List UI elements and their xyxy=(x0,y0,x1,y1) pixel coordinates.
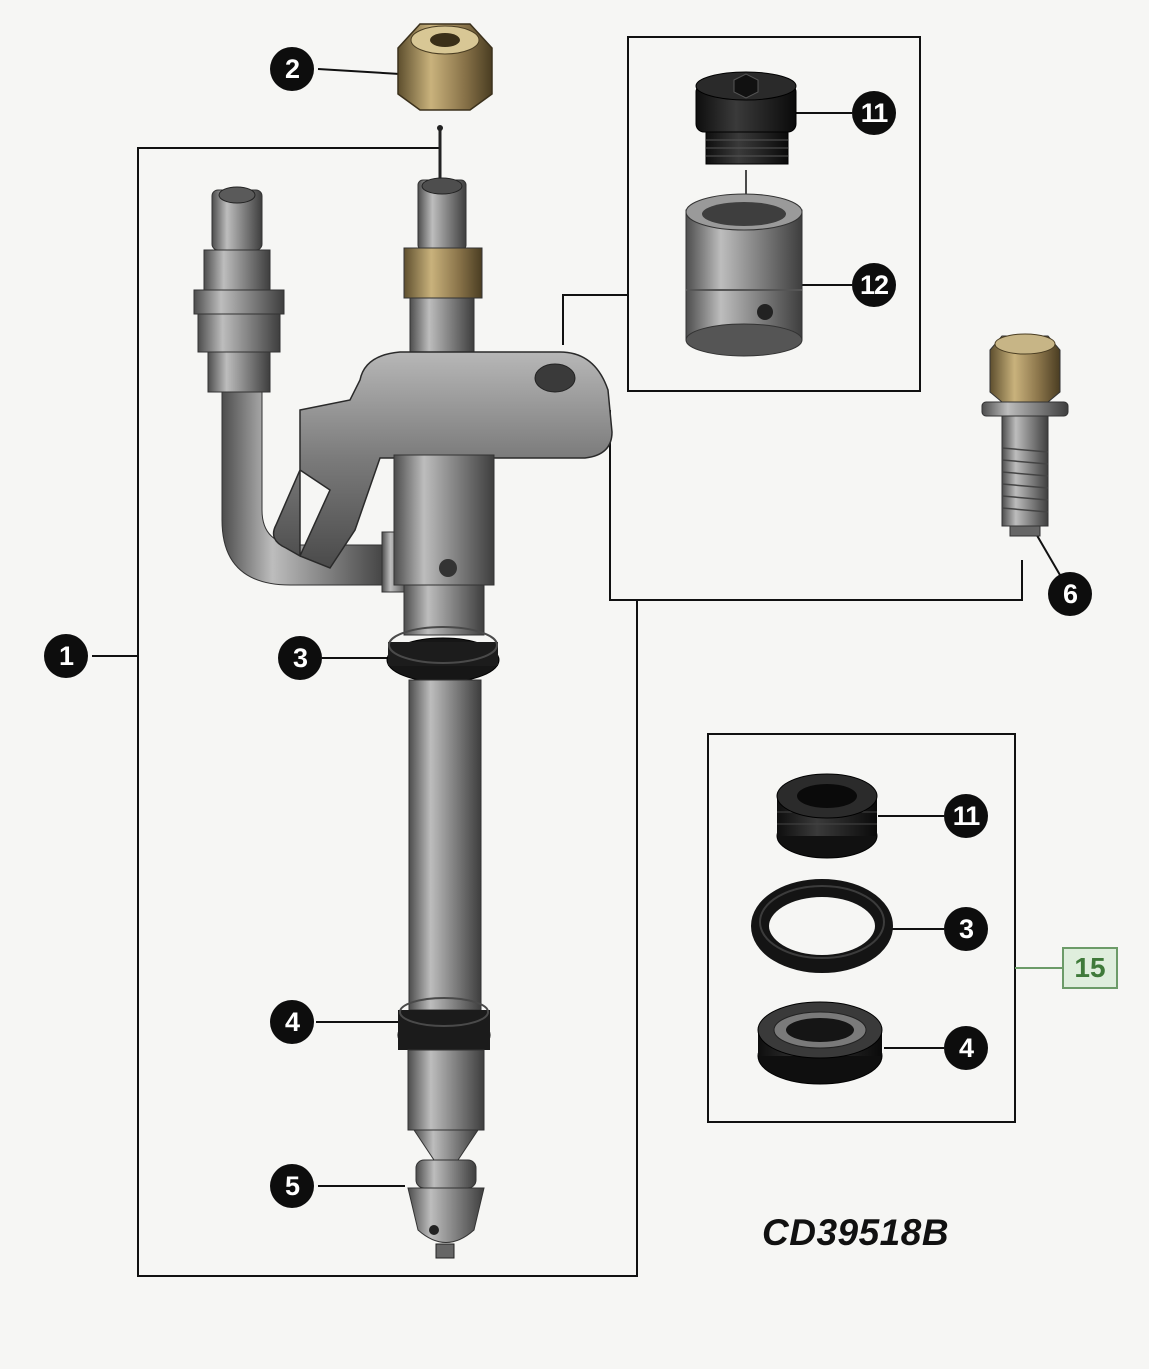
callout-seal-lower: 4 xyxy=(270,1000,314,1044)
sleeve-group-connector xyxy=(562,294,628,345)
callout-kit-washer: 11 xyxy=(944,794,988,838)
kit-seal-illustration xyxy=(757,1001,883,1085)
leader-2 xyxy=(317,68,401,75)
callout-plug: 11 xyxy=(852,91,896,135)
callout-sleeve: 12 xyxy=(852,263,896,307)
screw-6-bracket xyxy=(609,410,1023,601)
figure-code: CD39518B xyxy=(762,1212,950,1253)
kit-label-badge: 15 xyxy=(1062,947,1118,989)
seal-kit-box xyxy=(707,733,1016,1123)
assembly-bracket xyxy=(137,147,638,1277)
sleeve-illustration xyxy=(685,193,803,357)
injector-body-illustration xyxy=(193,177,613,1259)
plug-illustration xyxy=(695,71,797,165)
callout-kit-seal: 4 xyxy=(944,1026,988,1070)
sleeve-group-box xyxy=(627,36,921,392)
callout-nozzle-tip: 5 xyxy=(270,1164,314,1208)
callout-injector-assembly: 1 xyxy=(44,634,88,678)
kit-washer-illustration xyxy=(776,773,878,859)
kit-o-ring-illustration xyxy=(751,879,893,973)
callout-kit-o-ring: 3 xyxy=(944,907,988,951)
leader-6 xyxy=(1034,531,1061,576)
callout-nut: 2 xyxy=(270,47,314,91)
callout-cap-screw: 6 xyxy=(1048,572,1092,616)
brass-nut-illustration xyxy=(397,23,493,111)
cap-screw-illustration xyxy=(981,333,1069,537)
callout-o-ring-upper: 3 xyxy=(278,636,322,680)
leader-lines xyxy=(92,36,1062,1277)
